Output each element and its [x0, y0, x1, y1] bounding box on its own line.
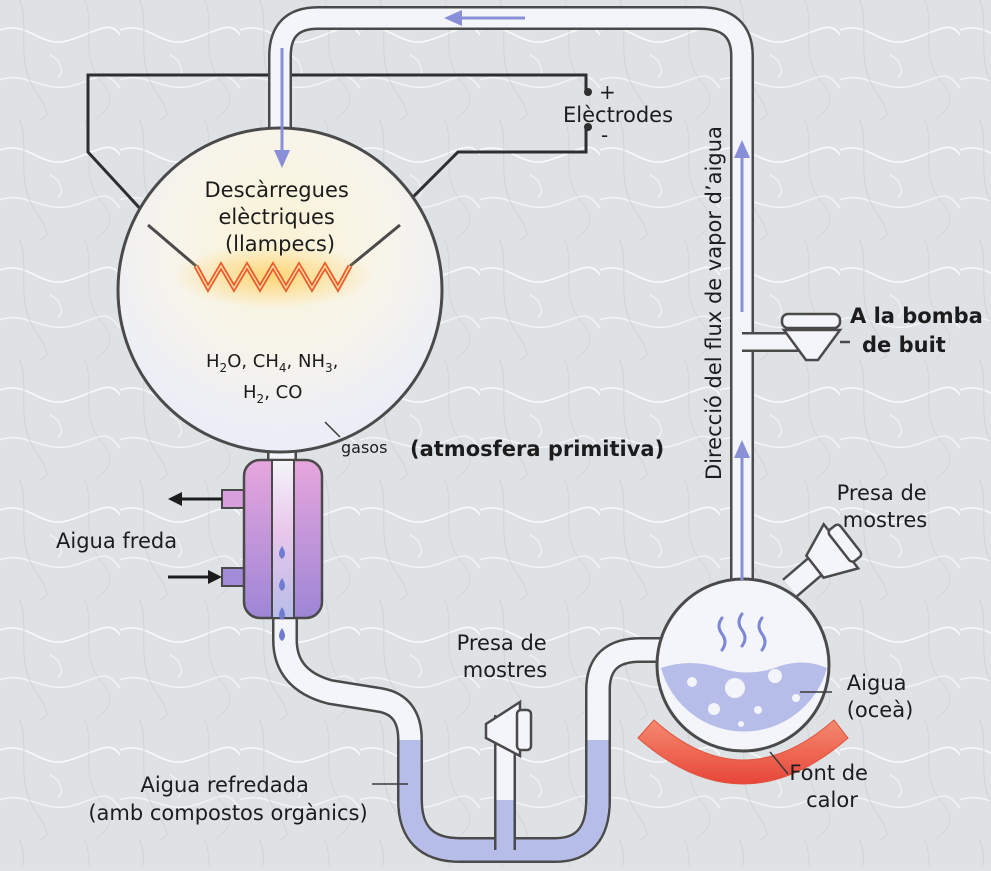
flow-direction-label: Direcció del flux de vapor d’aigua [702, 126, 726, 480]
sample-port-bottom-valve [484, 699, 533, 759]
heat-source [637, 719, 849, 785]
flow-arrows [274, 10, 750, 580]
water-droplets [279, 546, 285, 641]
electrodes-label: Elèctrodes [563, 103, 673, 127]
cold-water-label: Aigua freda [56, 529, 177, 553]
ocean-water-label: Aigua (oceà) [847, 671, 914, 722]
discharge-label: Descàrregues elèctriques (llampecs) [205, 178, 356, 256]
cooled-water-label: Aigua refredada (amb compostos orgànics) [88, 773, 367, 825]
pointer-lines [324, 421, 832, 785]
electrodes-plus-sign: + [599, 80, 616, 104]
electrodes-minus-sign: - [601, 123, 608, 147]
electrode-minus-terminal [584, 123, 592, 131]
sample-port-right-label: Presa de mostres [837, 481, 934, 532]
vacuum-stopcock [780, 312, 850, 362]
sample-port-right-valve [804, 521, 863, 580]
sample-port-bottom-label: Presa de mostres [457, 631, 554, 682]
gas-formula-line-1: H2O, CH4, NH3, [206, 351, 338, 375]
cold-water-arrows [168, 492, 222, 584]
steam-lines [717, 612, 767, 652]
gases-description: (atmosfera primitiva) [410, 437, 664, 461]
gas-formula-line-2: H2, CO [243, 382, 302, 406]
gases-word: gasos [341, 438, 387, 457]
electrode-plus-terminal [584, 88, 592, 96]
condenser [221, 458, 324, 620]
ocean-water [661, 662, 827, 732]
electrode-right [349, 223, 401, 268]
vacuum-pump-label: A la bomba de buit [850, 304, 990, 357]
bubbles [687, 669, 800, 727]
heat-source-label: Font de calor [789, 761, 874, 812]
